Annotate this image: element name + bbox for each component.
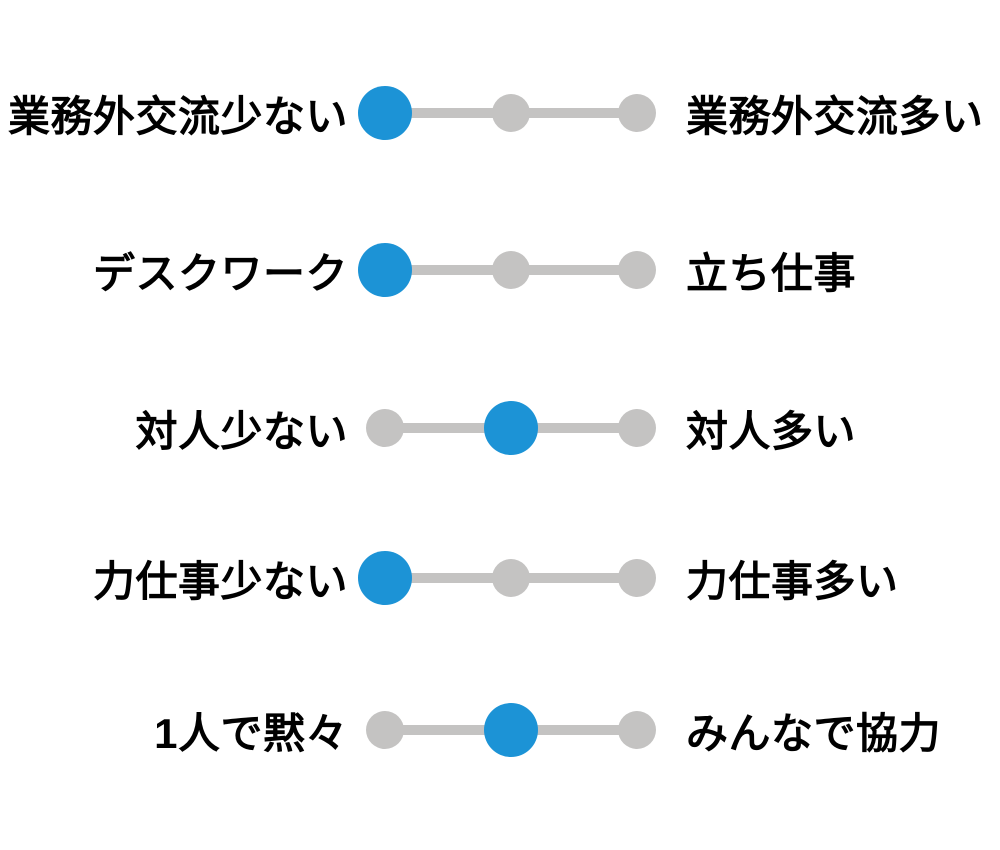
- scale-dot[interactable]: [492, 94, 530, 132]
- scale-right-label: 業務外交流多い: [686, 92, 984, 140]
- scale-dot[interactable]: [366, 409, 404, 447]
- scale-left-label: 力仕事少ない: [92, 557, 348, 605]
- scale-right-label: みんなで協力: [686, 709, 942, 757]
- scale-dot[interactable]: [492, 251, 530, 289]
- scale-dot-selected[interactable]: [484, 703, 538, 757]
- scale-left-label: 対人少ない: [135, 407, 348, 455]
- scale-dot[interactable]: [618, 559, 656, 597]
- scale-dot[interactable]: [492, 559, 530, 597]
- scale-right-label: 対人多い: [686, 407, 857, 455]
- scale-dot[interactable]: [618, 711, 656, 749]
- scale-dot-selected[interactable]: [358, 551, 412, 605]
- scale-dot-selected[interactable]: [358, 243, 412, 297]
- scale-left-label: 業務外交流少ない: [7, 92, 348, 140]
- scale-dot[interactable]: [618, 94, 656, 132]
- scale-dot[interactable]: [366, 711, 404, 749]
- scale-left-label: 1人で黙々: [154, 709, 348, 757]
- scale-row: 対人少ない 対人多い: [0, 351, 1000, 505]
- scale-dot-selected[interactable]: [484, 401, 538, 455]
- scale-dot[interactable]: [618, 251, 656, 289]
- scale-track: [0, 501, 1000, 655]
- scale-row: 力仕事少ない 力仕事多い: [0, 501, 1000, 655]
- scale-right-label: 力仕事多い: [686, 557, 899, 605]
- scale-row: 業務外交流少ない 業務外交流多い: [0, 36, 1000, 190]
- scale-track: [0, 351, 1000, 505]
- scale-right-label: 立ち仕事: [686, 249, 857, 297]
- scale-row: デスクワーク 立ち仕事: [0, 193, 1000, 347]
- scale-row: 1人で黙々 みんなで協力: [0, 653, 1000, 807]
- scale-dot-selected[interactable]: [358, 86, 412, 140]
- scale-left-label: デスクワーク: [92, 249, 348, 297]
- scale-track: [0, 193, 1000, 347]
- scale-track: [0, 36, 1000, 190]
- scale-track: [0, 653, 1000, 807]
- scale-dot[interactable]: [618, 409, 656, 447]
